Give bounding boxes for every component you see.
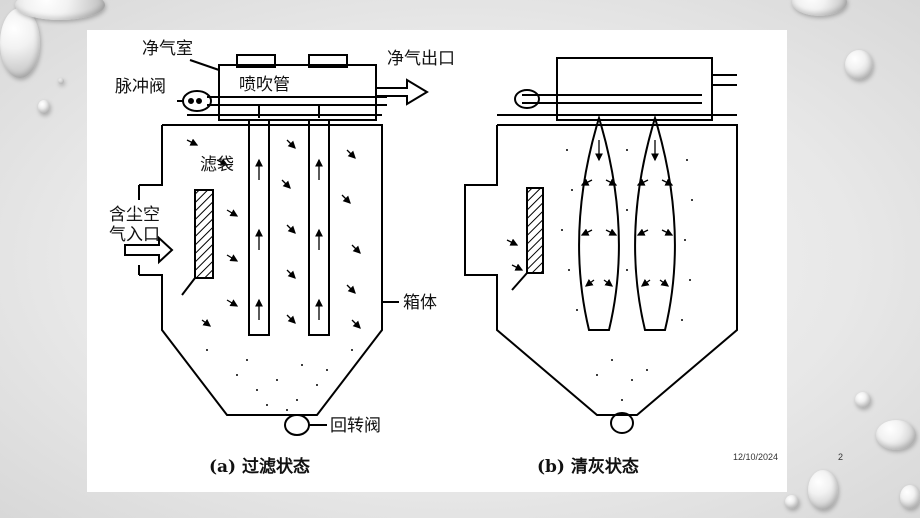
- clean-chamber-b: [556, 57, 713, 121]
- inlet-arrow-a: [124, 235, 174, 265]
- water-drop-decoration: [855, 392, 871, 408]
- slide-date: 12/10/2024: [733, 452, 779, 462]
- label-dusty-inlet-1: 含尘空: [109, 205, 160, 225]
- inlet-baffle-b: [526, 187, 544, 274]
- label-housing: 箱体: [403, 293, 437, 313]
- water-drop-decoration: [15, 0, 105, 20]
- chamber-cap: [236, 54, 276, 68]
- dust-flow-arrows-a: [186, 138, 361, 329]
- label-clean-outlet: 净气出口: [387, 49, 455, 69]
- label-pulse-valve: 脉冲阀: [115, 77, 166, 97]
- inlet-baffle-a: [194, 189, 214, 279]
- label-rotary-valve: 回转阀: [330, 416, 381, 436]
- rotary-valve-icon: [610, 412, 634, 434]
- rotary-valve-icon: [284, 414, 310, 436]
- clean-chamber-a: [218, 64, 377, 121]
- chamber-cap: [308, 54, 348, 68]
- bag-filter-diagram: 净气室 脉冲阀 喷吹管 净气出口 滤袋 含尘空 气入口 箱体 回转阀 (a) 过…: [109, 39, 738, 477]
- clean-outlet-arrow: [376, 78, 429, 106]
- water-drop-decoration: [0, 8, 40, 78]
- water-drop-decoration: [58, 78, 64, 84]
- slide-page-number: 2: [838, 452, 844, 462]
- water-drop-decoration: [38, 100, 50, 114]
- water-drop-decoration: [845, 50, 873, 80]
- water-drop-decoration: [792, 0, 847, 16]
- label-dusty-inlet-2: 气入口: [109, 225, 160, 245]
- cleaning-arrows-b: [506, 140, 674, 287]
- water-drop-decoration: [785, 495, 799, 509]
- label-clean-chamber: 净气室: [142, 39, 193, 59]
- diagram-b-cleaning: [464, 57, 738, 434]
- filter-bag-a: [308, 119, 330, 336]
- filter-bag-b: [578, 114, 620, 331]
- dust-particles-b: [561, 149, 693, 401]
- label-blow-pipe: 喷吹管: [239, 75, 290, 95]
- water-drop-decoration: [876, 420, 916, 450]
- caption-a: (a) 过滤状态: [209, 456, 310, 477]
- slide-content: 净气室 脉冲阀 喷吹管 净气出口 滤袋 含尘空 气入口 箱体 回转阀 (a) 过…: [87, 30, 787, 492]
- water-drop-decoration: [900, 485, 920, 509]
- pulse-valve-icon: [514, 89, 540, 109]
- label-filter-bag: 滤袋: [200, 155, 234, 175]
- diagram-a-filtering: [124, 54, 429, 436]
- caption-b: (b) 清灰状态: [537, 456, 639, 477]
- dust-particles-a: [206, 349, 353, 411]
- filter-bag-a: [248, 119, 270, 336]
- filter-bag-b: [634, 114, 676, 331]
- water-drop-decoration: [808, 470, 838, 510]
